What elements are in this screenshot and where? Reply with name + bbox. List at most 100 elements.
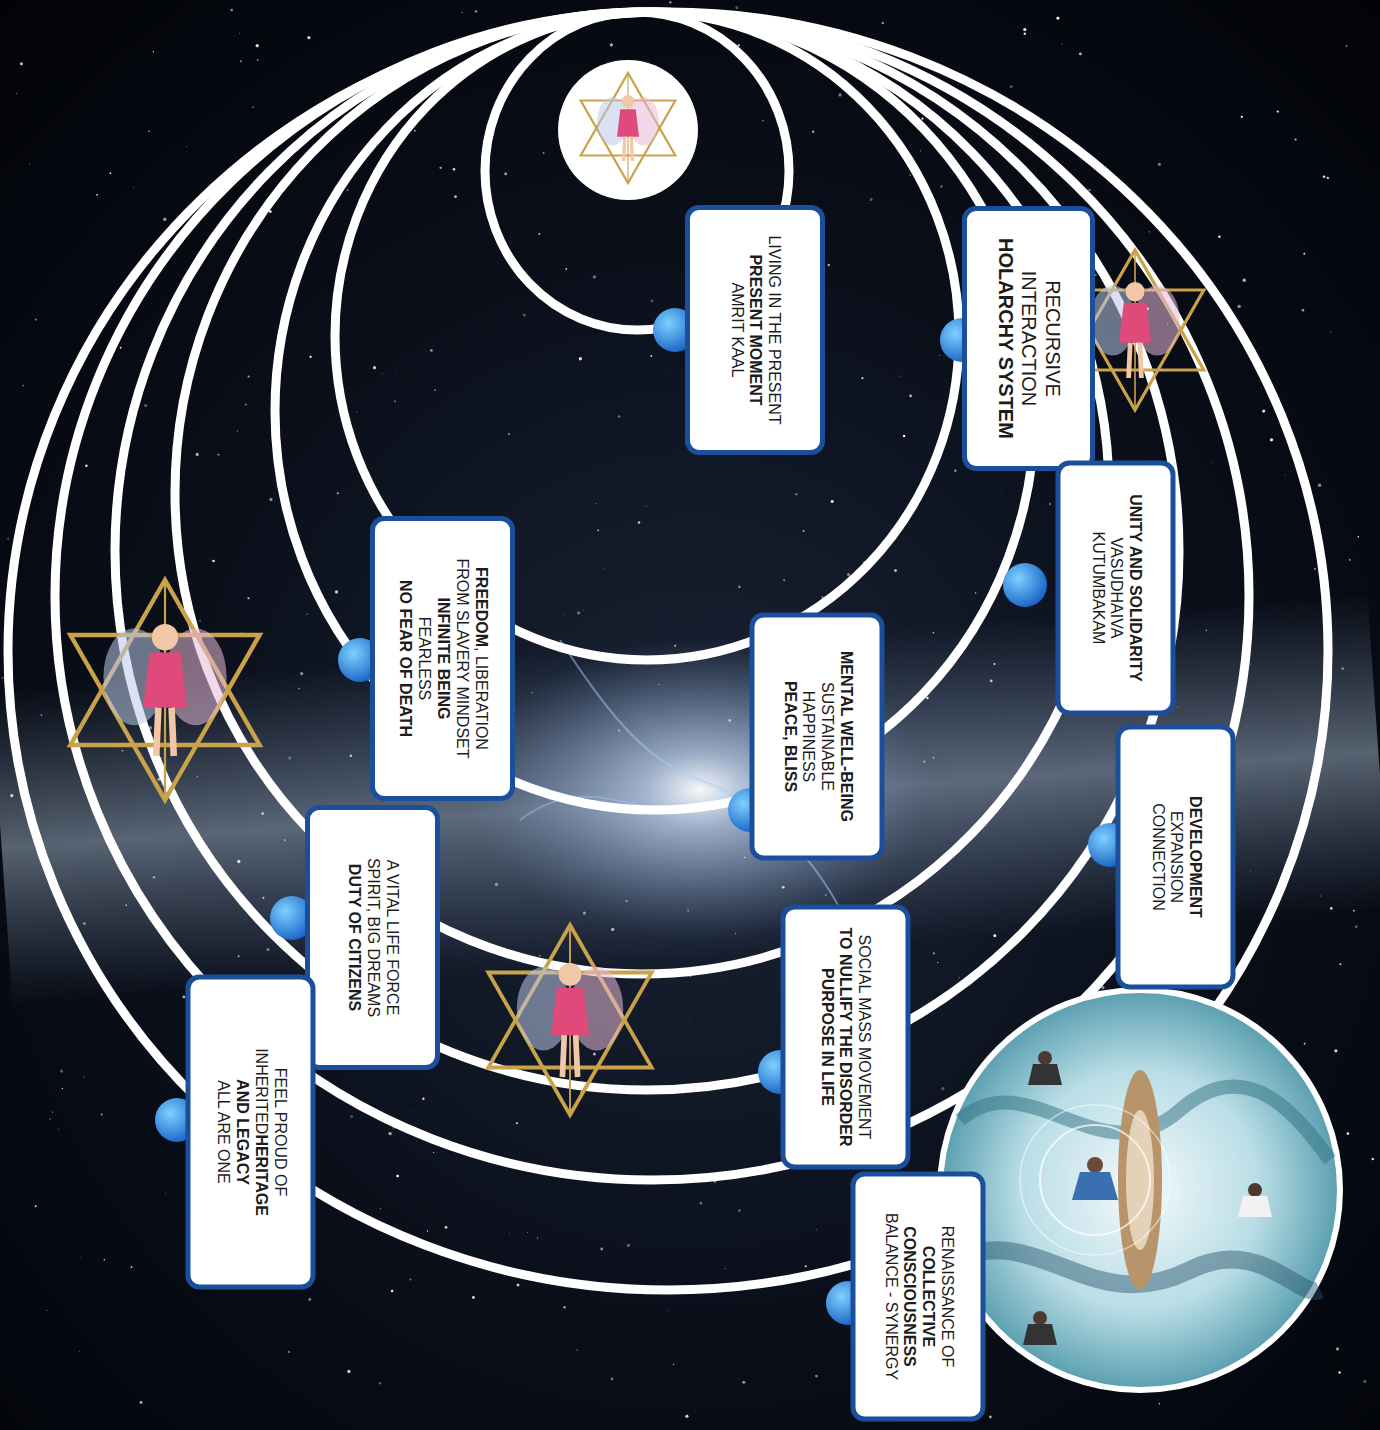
star (239, 32, 241, 34)
star (563, 1306, 565, 1308)
star (738, 1209, 741, 1212)
text-line: RENAISSANCE OF (937, 1225, 956, 1366)
star (1330, 331, 1331, 332)
star (22, 385, 24, 387)
box-heading: PURPOSE IN LIFE (819, 968, 836, 1106)
box-heading: MENTAL WELL-BEING (838, 651, 855, 822)
star (80, 1256, 82, 1258)
fairy-figure (581, 73, 676, 183)
box-text: CONNECTION (1149, 803, 1166, 911)
text-line: COLLECTIVE CONSCIOUSNESS (899, 1221, 937, 1371)
star (611, 1378, 614, 1381)
star (1284, 474, 1286, 476)
star (212, 560, 215, 563)
star (350, 1115, 353, 1118)
star (1270, 438, 1273, 441)
star (245, 404, 247, 406)
box-text: HAPPINESS (800, 690, 817, 782)
star (269, 498, 272, 501)
star (1024, 32, 1026, 34)
text-line: AMRIT KAAL (727, 283, 746, 378)
text-line: NO FEAR OF DEATH (395, 579, 414, 736)
box-text: LIVING IN THE PRESENT (766, 235, 783, 424)
star (109, 172, 111, 174)
star (783, 579, 785, 581)
star (307, 36, 310, 39)
star (308, 1298, 311, 1301)
box-text: RENAISSANCE OF (939, 1225, 956, 1366)
text-box: FEEL PROUD OF INHERITEDHERITAGE AND LEGA… (185, 975, 315, 1290)
star (430, 349, 433, 352)
star (603, 568, 605, 570)
star (870, 198, 873, 201)
star (1243, 279, 1246, 282)
star (803, 530, 805, 532)
text-line: VASUDHAIVA (1106, 538, 1125, 639)
star (939, 355, 941, 357)
star (1079, 53, 1082, 56)
star (133, 187, 134, 188)
star (85, 465, 87, 467)
star (583, 610, 584, 611)
star (815, 1375, 818, 1378)
box-heading: DUTY OF CITIZENS (346, 863, 363, 1010)
star (433, 1152, 434, 1153)
star (821, 596, 823, 598)
star (795, 493, 797, 495)
star (595, 503, 597, 505)
star (309, 356, 311, 358)
ring (8, 12, 1328, 1290)
star (148, 130, 149, 131)
star (940, 185, 942, 187)
star (337, 492, 339, 494)
box-text: FEARLESS (416, 616, 433, 700)
star (422, 1097, 424, 1099)
text-line: FEEL PROUD OF INHERITEDHERITAGE AND LEGA… (231, 1032, 288, 1232)
inner-disk (558, 60, 698, 200)
star (805, 1265, 807, 1267)
star (565, 268, 567, 270)
star (256, 44, 259, 47)
star (1241, 116, 1243, 118)
star (409, 1278, 411, 1280)
star (1149, 231, 1150, 232)
text-line: PURPOSE IN LIFE (817, 968, 836, 1106)
star (83, 1076, 84, 1077)
star (882, 22, 884, 24)
star (29, 163, 30, 164)
box-heading: PEACE, BLISS (781, 680, 798, 791)
text-line: DUTY OF CITIZENS (344, 863, 363, 1010)
box-heading: COLLECTIVE CONSCIOUSNESS (901, 1226, 937, 1366)
star (838, 93, 841, 96)
star (153, 51, 154, 52)
star (1261, 388, 1263, 390)
box-heading: NO FEAR OF DEATH (397, 579, 414, 736)
text-line: RECURSIVE (1040, 280, 1064, 397)
star (920, 150, 921, 151)
star (1323, 175, 1326, 178)
star (667, 1309, 669, 1311)
star (380, 1208, 381, 1209)
star (1358, 536, 1360, 538)
star (20, 62, 23, 65)
star (685, 1415, 688, 1418)
star (58, 1129, 59, 1130)
star (1346, 45, 1348, 47)
star (509, 1233, 511, 1235)
star (454, 195, 457, 198)
star (7, 538, 9, 540)
star (638, 521, 641, 524)
star (673, 1364, 674, 1365)
star (975, 592, 976, 593)
star (1262, 410, 1265, 413)
star (504, 172, 507, 175)
star (1303, 253, 1305, 255)
star (472, 1296, 475, 1299)
star (60, 1070, 63, 1073)
star (933, 952, 935, 954)
star (140, 1401, 143, 1404)
star (288, 1351, 290, 1353)
star (744, 124, 746, 126)
star (651, 300, 654, 303)
